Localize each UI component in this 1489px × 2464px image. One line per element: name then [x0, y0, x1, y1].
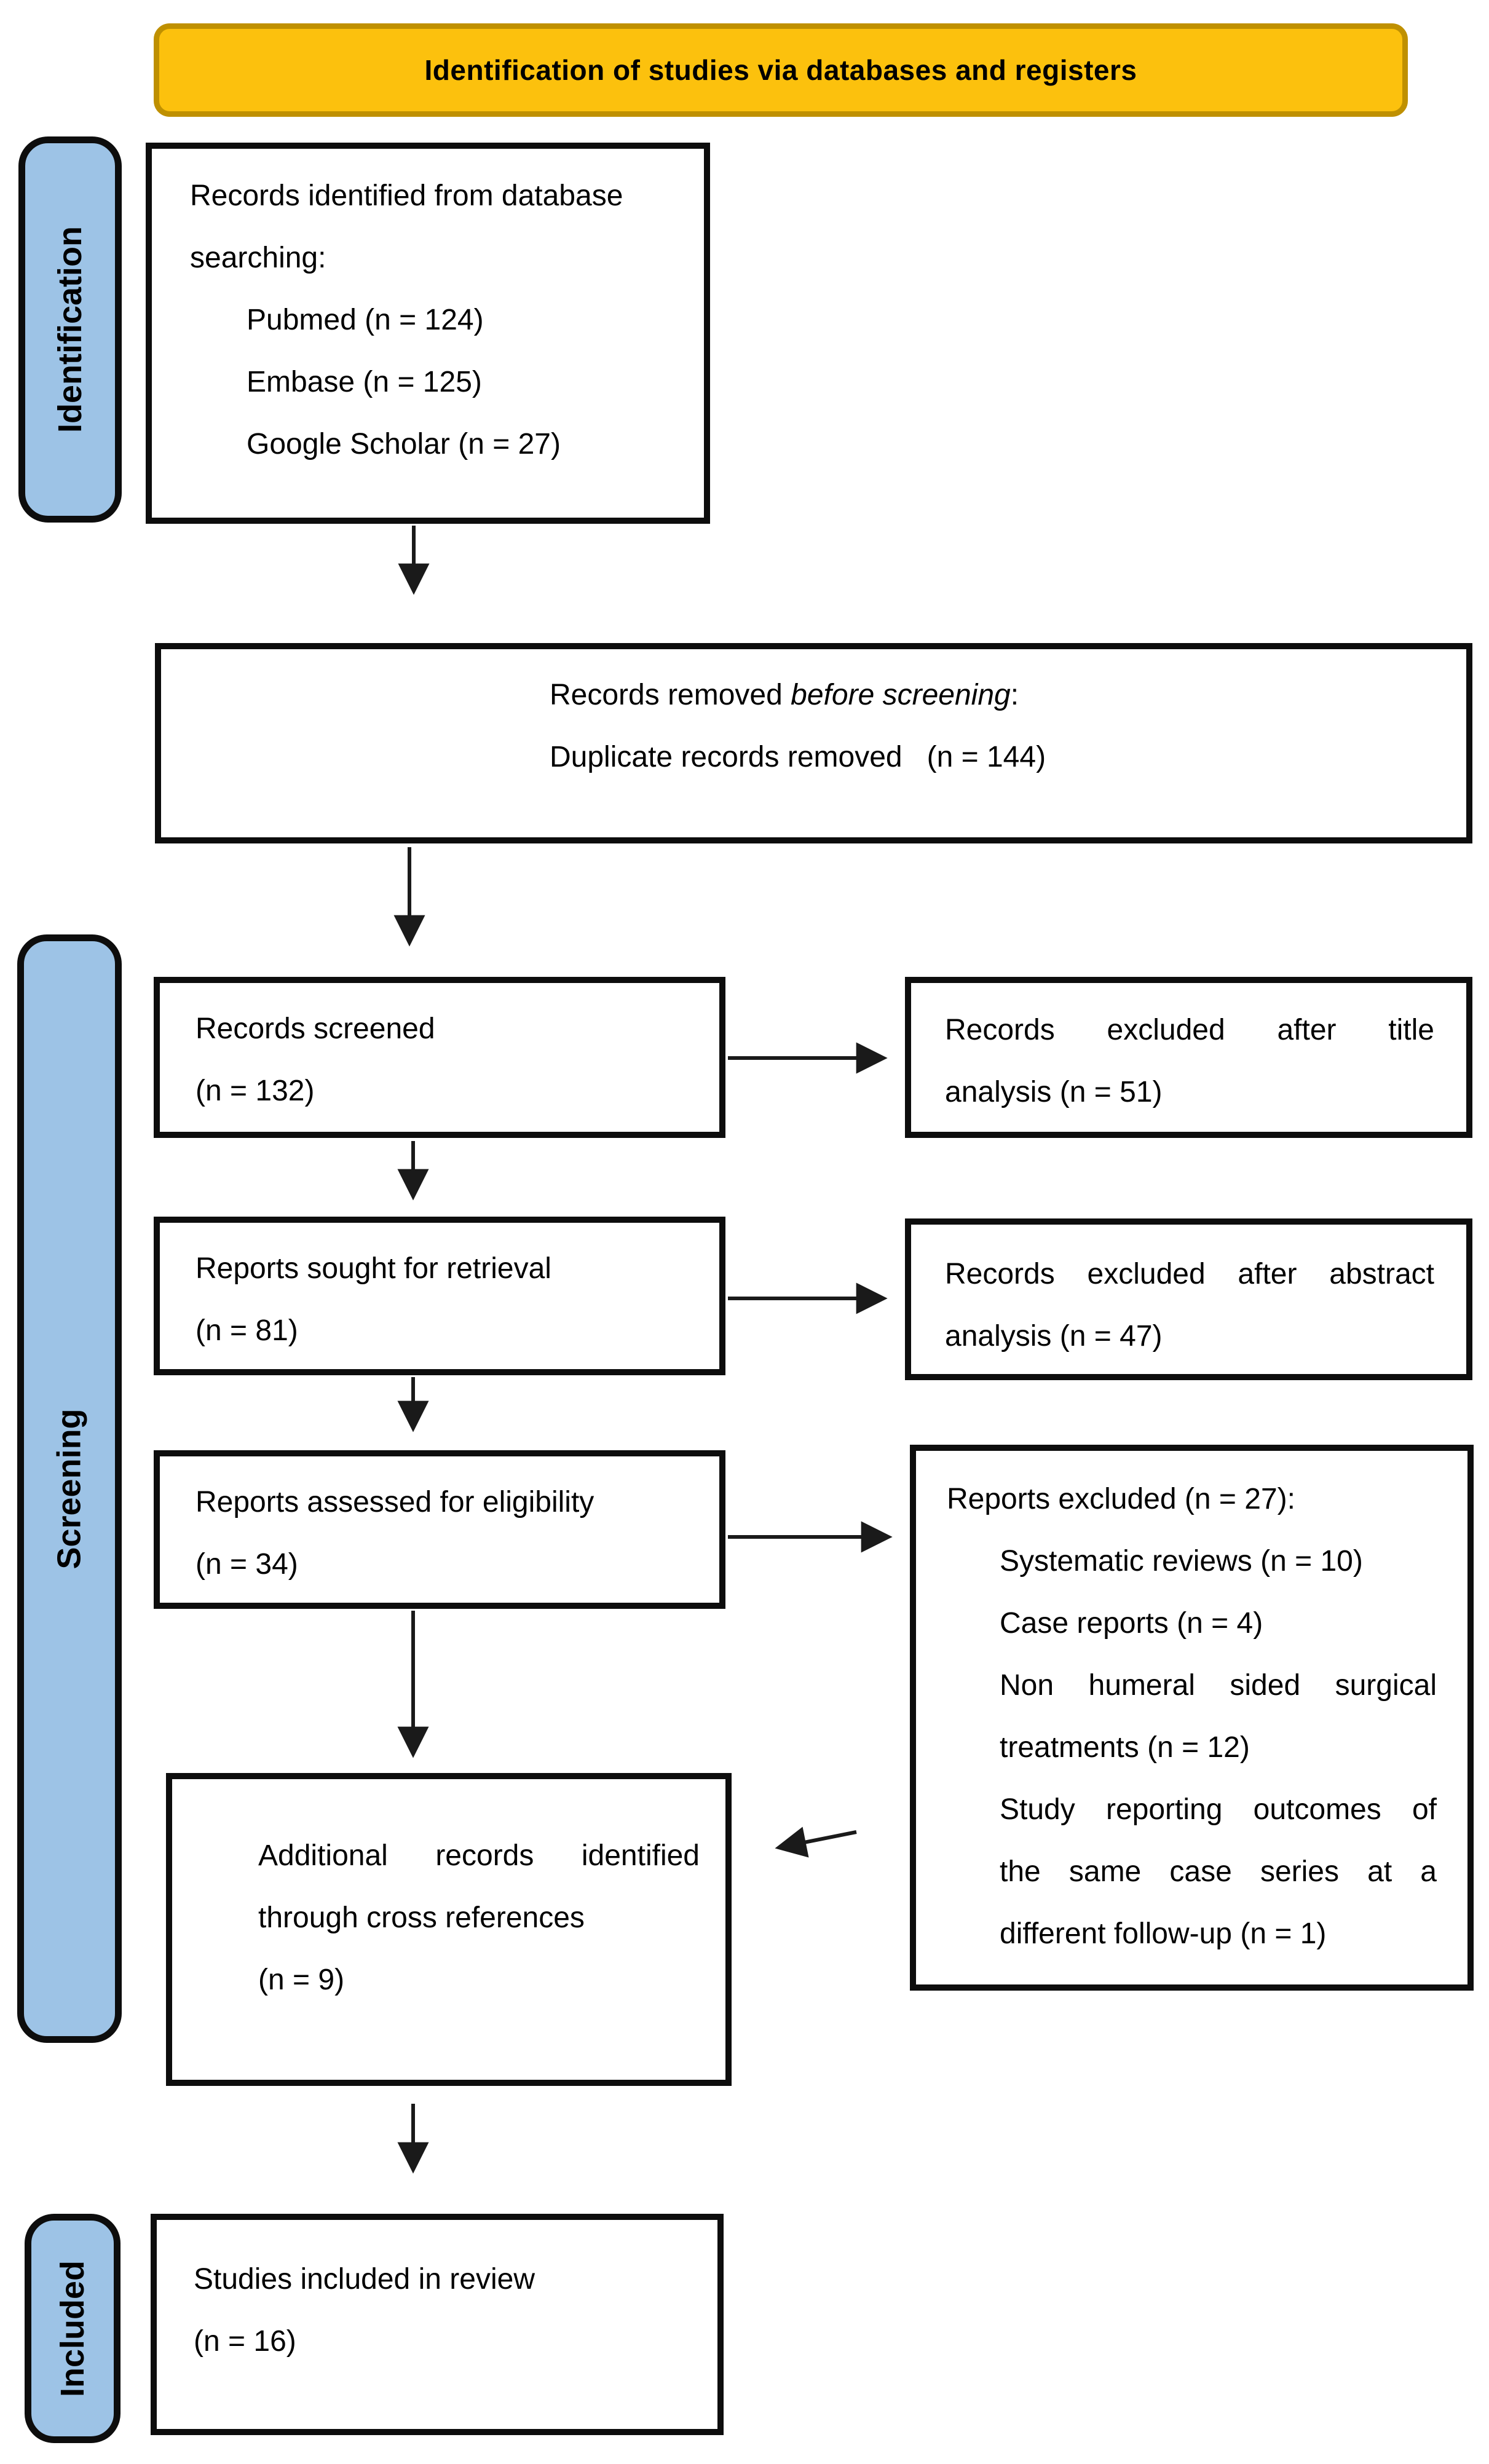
box-line: Additional records identified — [258, 1839, 700, 1872]
box-line-count: (n = 34) — [196, 1548, 298, 1581]
box-line: Studies included in review — [194, 2263, 535, 2296]
box-line: Non humeral sided surgical — [1000, 1669, 1437, 1702]
box-line-case-reports: Case reports (n = 4) — [1000, 1607, 1263, 1640]
box-line-source-pubmed: Pubmed (n = 124) — [247, 304, 484, 336]
box-line-count: (n = 132) — [196, 1075, 315, 1107]
box-records-screened: Records screened (n = 132) — [154, 977, 725, 1138]
box-line-count: (n = 81) — [196, 1314, 298, 1347]
banner: Identification of studies via databases … — [154, 23, 1408, 117]
banner-title: Identification of studies via databases … — [424, 54, 1137, 86]
stage-label-included: Included — [25, 2214, 120, 2443]
stage-label-included-text: Included — [54, 2260, 92, 2397]
records-removed-suffix: : — [1010, 679, 1019, 711]
stage-label-identification: Identification — [18, 136, 122, 523]
box-line: Records excluded after abstract — [945, 1258, 1434, 1290]
box-line-count: analysis (n = 47) — [945, 1320, 1163, 1352]
box-line: Records excluded after title — [945, 1014, 1434, 1046]
records-removed-italic: before screening — [791, 679, 1011, 711]
stage-label-screening-text: Screening — [51, 1408, 88, 1570]
box-line-count: analysis (n = 51) — [945, 1076, 1163, 1108]
box-line: Reports sought for retrieval — [196, 1252, 551, 1285]
box-line-source-google-scholar: Google Scholar (n = 27) — [247, 428, 561, 460]
box-line-duplicates-removed: Duplicate records removed (n = 144) — [550, 741, 1046, 773]
box-studies-included: Studies included in review (n = 16) — [151, 2214, 724, 2435]
box-records-identified: Records identified from database searchi… — [146, 143, 710, 524]
box-line: the same case series at a — [1000, 1855, 1437, 1888]
box-line: Records removed before screening: — [550, 664, 1442, 726]
box-reports-excluded: Reports excluded (n = 27): Systematic re… — [910, 1445, 1474, 1991]
box-excluded-title-analysis: Records excluded after title analysis (n… — [905, 977, 1472, 1138]
box-reports-sought: Reports sought for retrieval (n = 81) — [154, 1217, 725, 1375]
box-line: searching: — [190, 242, 326, 274]
arrow-excl-reports-to-additional — [775, 1826, 857, 1858]
box-line: Reports assessed for eligibility — [196, 1486, 594, 1518]
box-line-count: (n = 16) — [194, 2325, 296, 2358]
box-line-count: (n = 9) — [258, 1964, 345, 1996]
box-line: different follow-up (n = 1) — [1000, 1917, 1327, 1950]
stage-label-screening: Screening — [17, 934, 122, 2043]
box-line: treatments (n = 12) — [1000, 1731, 1250, 1764]
records-removed-prefix: Records removed — [550, 679, 791, 711]
box-line-source-embase: Embase (n = 125) — [247, 366, 482, 398]
box-reports-assessed: Reports assessed for eligibility (n = 34… — [154, 1450, 725, 1609]
box-line: Records screened — [196, 1013, 435, 1045]
box-line: Records identified from database — [190, 180, 623, 212]
box-line-systematic-reviews: Systematic reviews (n = 10) — [1000, 1545, 1363, 1578]
box-additional-records: Additional records identified through cr… — [166, 1773, 732, 2086]
box-line-header: Reports excluded (n = 27): — [947, 1483, 1295, 1515]
box-records-removed: Records removed before screening: Duplic… — [155, 643, 1472, 843]
box-excluded-abstract-analysis: Records excluded after abstract analysis… — [905, 1218, 1472, 1380]
box-line: through cross references — [258, 1901, 585, 1934]
box-line: Study reporting outcomes of — [1000, 1793, 1437, 1826]
stage-label-identification-text: Identification — [52, 226, 89, 433]
